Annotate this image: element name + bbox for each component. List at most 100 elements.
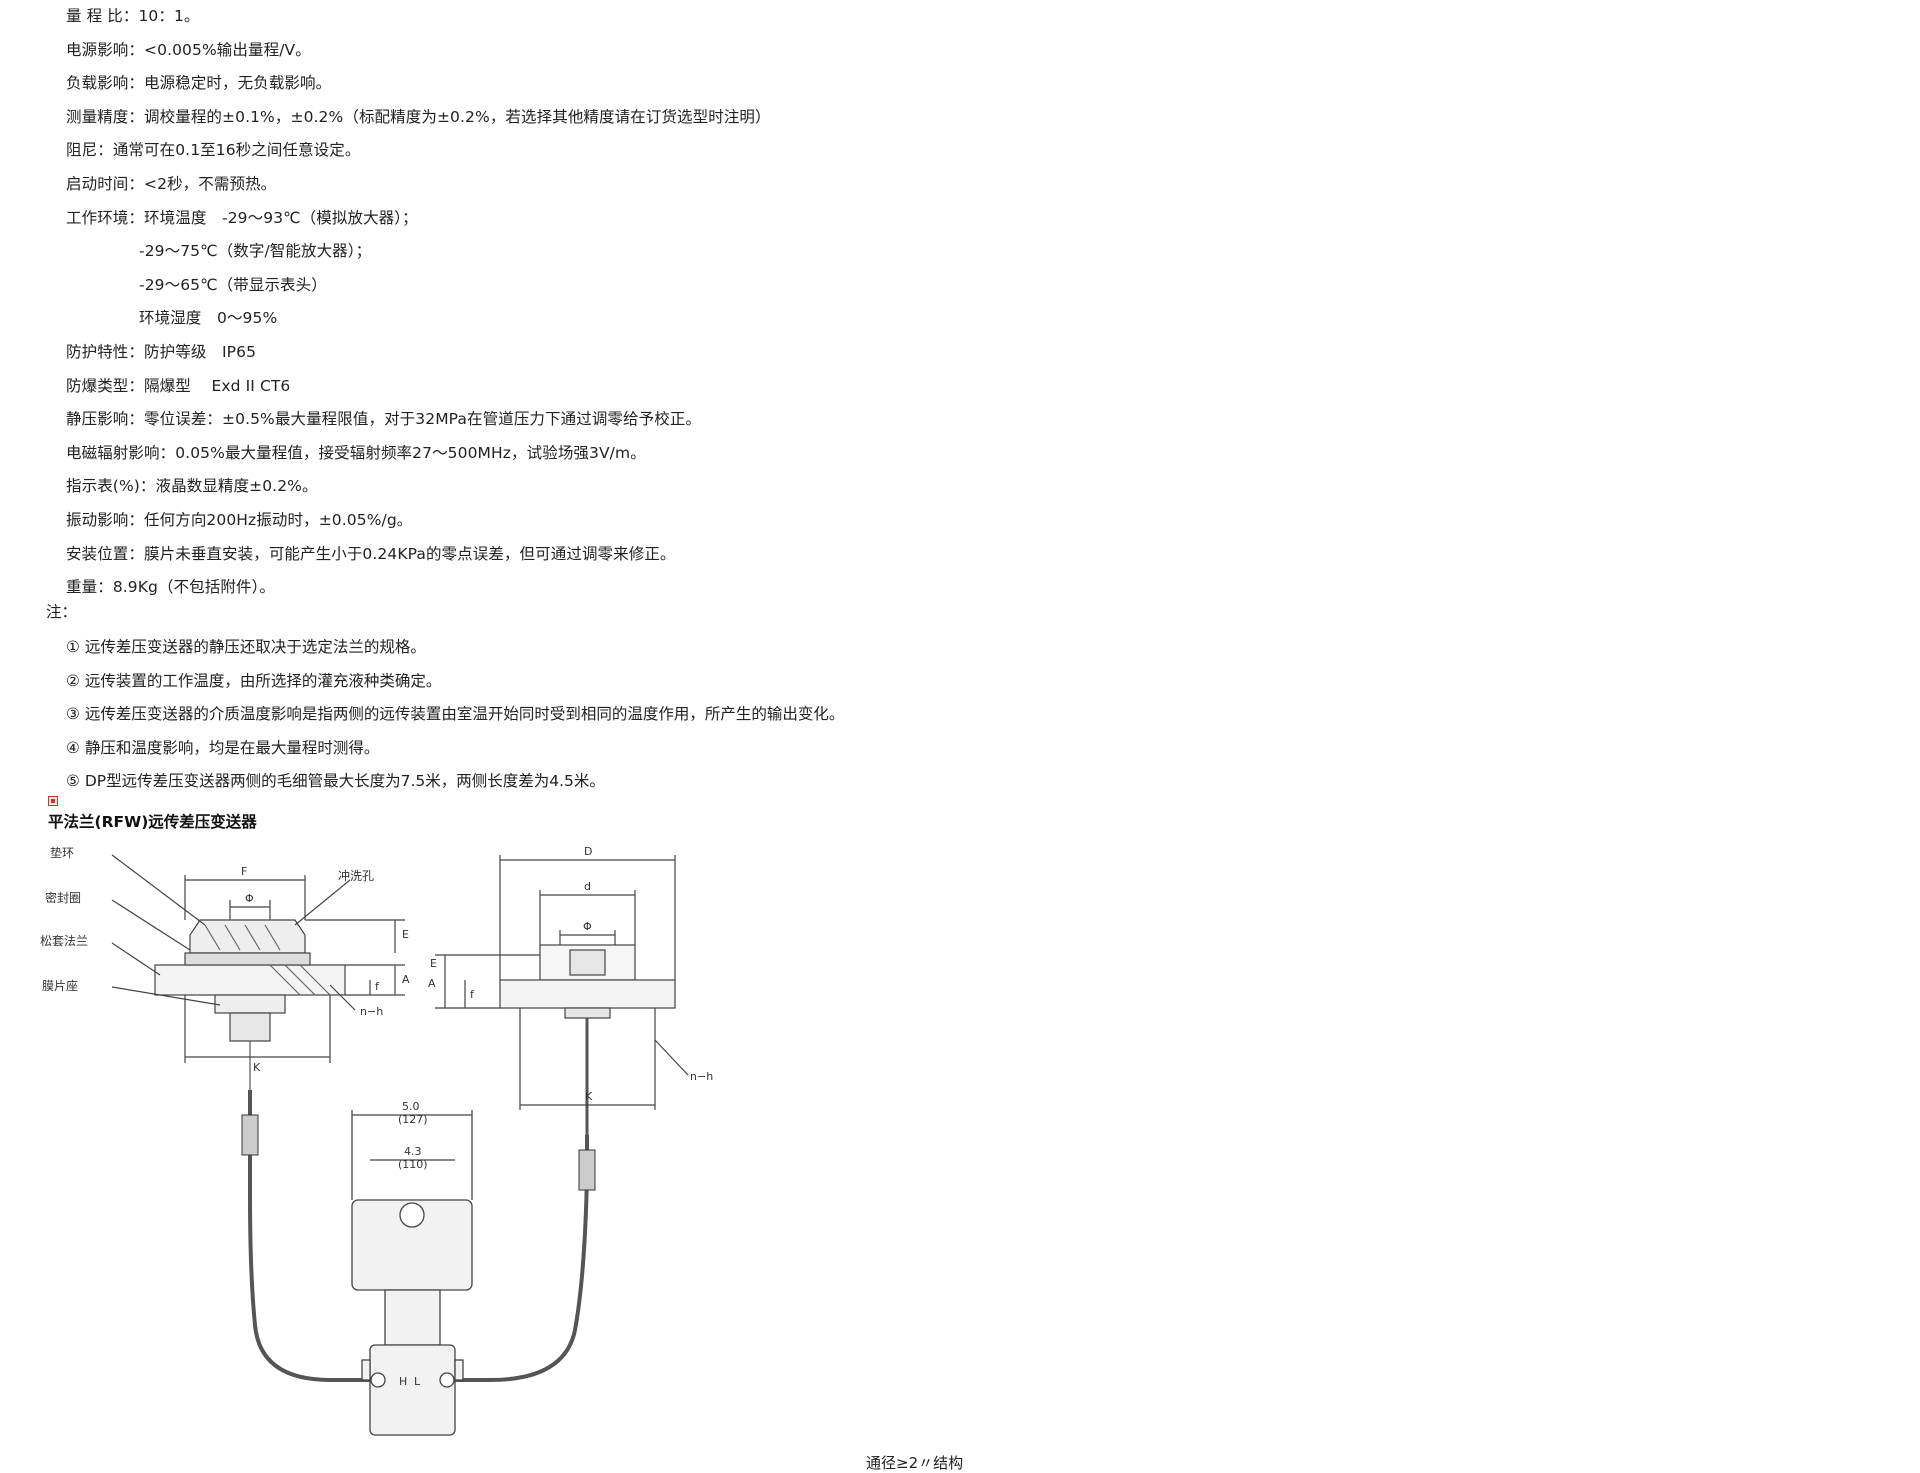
loose-flange-shape bbox=[154, 964, 346, 996]
spec-row: 电源影响：<0.005%输出量程/V。 bbox=[66, 34, 311, 67]
spec-label: 负载影响： bbox=[66, 74, 145, 93]
diaphragm-seat-shape bbox=[214, 994, 286, 1014]
neck bbox=[384, 1289, 441, 1346]
transmitter-body bbox=[351, 1110, 473, 1436]
right-capillary bbox=[450, 1135, 589, 1382]
right-flange bbox=[499, 979, 676, 1009]
spec-value: 电源稳定时，无负载影响。 bbox=[144, 74, 332, 93]
leader-seal bbox=[111, 899, 191, 951]
transmitter-diagram: 垫环 密封圈 松套法兰 膜片座 冲洗孔 F Φ E A f K n−h D d … bbox=[40, 845, 713, 1436]
spec-label: 工作环境： bbox=[66, 208, 145, 227]
drawing-caption: 通径≥2〃结构 bbox=[866, 1454, 964, 1472]
capillaries bbox=[248, 1090, 589, 1382]
broken-image-icon bbox=[48, 796, 58, 806]
spec-value: <0.005%输出量程/V。 bbox=[144, 40, 311, 59]
note-item: ⑤ DP型远传差压变送器两侧的毛细管最大长度为7.5米，两侧长度差为4.5米。 bbox=[66, 772, 605, 791]
note-item: ④ 静压和温度影响，均是在最大量程时测得。 bbox=[66, 738, 380, 757]
spec-value: 调校量程的±0.1%，±0.2%（标配精度为±0.2%，若选择其他精度请在订货选… bbox=[144, 107, 771, 126]
label-dim-E: E bbox=[402, 928, 409, 941]
spec-row: -29～65℃（带显示表头） bbox=[139, 269, 327, 302]
label-width-outer-mm: (127) bbox=[398, 1113, 428, 1126]
spec-row: 静压影响：零位误差：±0.5%最大量程限值，对于32MPa在管道压力下通过调零给… bbox=[66, 403, 701, 436]
label-dim-F: F bbox=[241, 865, 247, 878]
spec-value: -29～65℃（带显示表头） bbox=[139, 275, 327, 294]
spec-value: 通常可在0.1至16秒之间任意设定。 bbox=[112, 141, 361, 160]
right-flange-group bbox=[435, 855, 689, 1135]
spec-row: 工作环境：环境温度 -29～93℃（模拟放大器）； bbox=[66, 202, 418, 235]
spec-row: 防爆类型：隔爆型 Exd II CT6 bbox=[66, 370, 290, 403]
label-flush-hole: 冲洗孔 bbox=[338, 868, 374, 883]
label-dim-A-right: A bbox=[428, 977, 436, 990]
spec-label: 静压影响： bbox=[66, 410, 145, 429]
housing-cap bbox=[399, 1202, 425, 1228]
spec-label: 阻尼： bbox=[66, 141, 113, 160]
left-flange-group bbox=[111, 854, 405, 1090]
spec-value: <2秒，不需预热。 bbox=[144, 175, 277, 193]
spec-value: -29～75℃（数字/智能放大器）； bbox=[139, 242, 372, 261]
label-dim-E-right: E bbox=[430, 957, 437, 970]
dimension-drawing: 垫环 密封圈 松套法兰 膜片座 冲洗孔 F Φ E A f K n−h D d … bbox=[40, 835, 830, 1455]
spec-row: 量 程 比：10：1。 bbox=[66, 0, 200, 33]
label-port-H: H bbox=[399, 1375, 407, 1388]
spec-value: 防护等级 IP65 bbox=[144, 343, 257, 361]
leader-nh-right bbox=[654, 1039, 689, 1076]
note-item: ② 远传装置的工作温度，由所选择的灌充液种类确定。 bbox=[66, 671, 442, 690]
spec-value: 隔爆型 Exd II CT6 bbox=[144, 376, 291, 395]
label-width-inner-mm: (110) bbox=[398, 1158, 428, 1171]
hatch-flange bbox=[269, 964, 331, 996]
label-dim-f: f bbox=[375, 980, 380, 993]
sensor-module bbox=[369, 1344, 456, 1436]
spec-row: -29～75℃（数字/智能放大器）； bbox=[139, 235, 371, 268]
left-stem bbox=[229, 1012, 271, 1042]
label-dim-K-right: K bbox=[585, 1090, 593, 1103]
label-dim-nh: n−h bbox=[360, 1005, 383, 1018]
spec-label: 防护特性： bbox=[66, 343, 145, 361]
capillary-fittings bbox=[241, 1114, 596, 1191]
label-dim-phi-right: Φ bbox=[583, 920, 592, 933]
spec-label: 电源影响： bbox=[66, 40, 145, 59]
spec-value: 环境湿度 0～95% bbox=[139, 309, 278, 328]
spec-row: 振动影响：任何方向200Hz振动时，±0.05%/g。 bbox=[66, 504, 412, 537]
label-port-L: L bbox=[414, 1375, 421, 1388]
label-width-inner: 4.3 bbox=[404, 1145, 422, 1158]
spec-row: 启动时间：<2秒，不需预热。 bbox=[66, 168, 276, 201]
label-diaphragm-seat: 膜片座 bbox=[42, 978, 78, 993]
label-loose-flange: 松套法兰 bbox=[40, 934, 88, 948]
label-dim-A: A bbox=[402, 973, 410, 986]
spec-value: 环境温度 -29～93℃（模拟放大器）； bbox=[144, 208, 418, 227]
label-dim-D: D bbox=[584, 845, 592, 858]
spec-row: 指示表(%)：液晶数显精度±0.2%。 bbox=[66, 470, 318, 503]
note-item: ③ 远传差压变送器的介质温度影响是指两侧的远传装置由室温开始同时受到相同的温度作… bbox=[66, 705, 845, 724]
spec-label: 电磁辐射影响： bbox=[66, 443, 176, 462]
spec-value: 零位误差：±0.5%最大量程限值，对于32MPa在管道压力下通过调零给予校正。 bbox=[144, 410, 702, 429]
label-dim-K: K bbox=[253, 1061, 261, 1074]
spec-label: 防爆类型： bbox=[66, 376, 145, 395]
spec-label: 启动时间： bbox=[66, 175, 145, 193]
spec-value: 8.9Kg（不包括附件）。 bbox=[112, 578, 276, 597]
hatch-top bbox=[204, 924, 281, 951]
notes-heading: 注： bbox=[46, 603, 78, 621]
label-seal-ring: 密封圈 bbox=[45, 890, 81, 905]
spec-row: 负载影响：电源稳定时，无负载影响。 bbox=[66, 67, 331, 100]
label-dim-phi: Φ bbox=[245, 892, 254, 905]
spec-label: 指示表(%)： bbox=[66, 477, 156, 496]
spec-row: 安装位置：膜片未垂直安装，可能产生小于0.24KPa的零点误差，但可通过调零来修… bbox=[66, 538, 676, 571]
gasket-ring-shape bbox=[189, 919, 306, 954]
section-title: 平法兰(RFW)远传差压变送器 bbox=[48, 813, 257, 831]
spec-value: 10：1。 bbox=[138, 7, 200, 25]
leader-flange bbox=[111, 942, 161, 976]
leader-nh-left bbox=[329, 984, 356, 1011]
spec-value: 膜片未垂直安装，可能产生小于0.24KPa的零点误差，但可通过调零来修正。 bbox=[144, 544, 676, 563]
note-item: ① 远传差压变送器的静压还取决于选定法兰的规格。 bbox=[66, 638, 426, 656]
spec-label: 安装位置： bbox=[66, 544, 145, 563]
label-dim-d: d bbox=[584, 880, 591, 893]
spec-label: 振动影响： bbox=[66, 511, 145, 529]
label-width-outer: 5.0 bbox=[402, 1100, 420, 1113]
spec-label: 重量： bbox=[66, 578, 113, 597]
seal-ring-shape bbox=[184, 952, 311, 966]
spec-row: 测量精度：调校量程的±0.1%，±0.2%（标配精度为±0.2%，若选择其他精度… bbox=[66, 101, 771, 134]
spec-row: 阻尼：通常可在0.1至16秒之间任意设定。 bbox=[66, 134, 361, 167]
spec-row: 重量：8.9Kg（不包括附件）。 bbox=[66, 571, 275, 604]
spec-row: 防护特性：防护等级 IP65 bbox=[66, 336, 256, 369]
spec-row: 电磁辐射影响：0.05%最大量程值，接受辐射频率27～500MHz，试验场强3V… bbox=[66, 437, 646, 470]
